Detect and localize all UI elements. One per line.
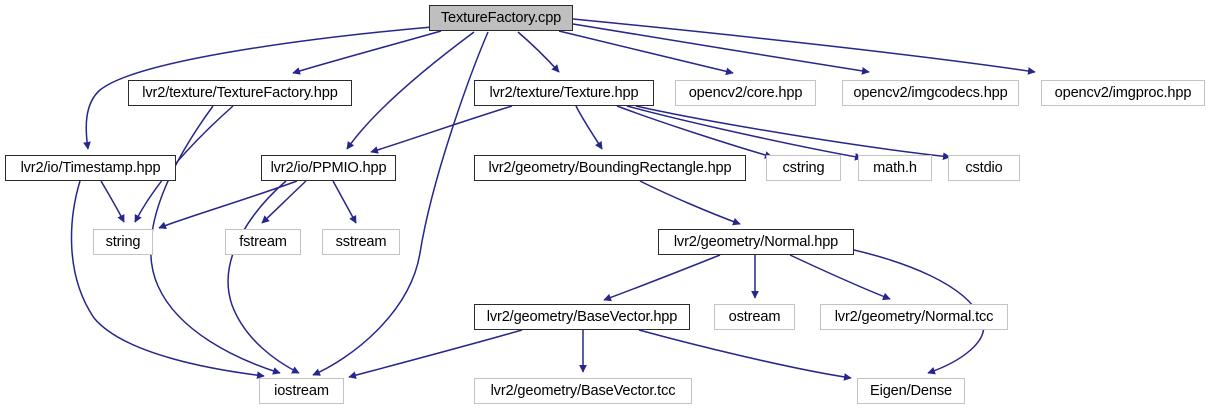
node-label-boundingrectangle: lvr2/geometry/BoundingRectangle.hpp [488, 159, 732, 176]
node-opencv_imgproc[interactable]: opencv2/imgproc.hpp [1041, 80, 1205, 106]
node-label-opencv_core: opencv2/core.hpp [688, 84, 803, 101]
node-label-cstring: cstring [782, 159, 825, 176]
node-cstring[interactable]: cstring [766, 155, 841, 181]
edge-texturefactory_cpp-to-opencv_imgproc [572, 18, 1036, 75]
node-label-basevector_hpp: lvr2/geometry/BaseVector.hpp [486, 308, 678, 325]
edge-basevector_hpp-to-eigen_dense [638, 329, 852, 381]
node-label-opencv_imgproc: opencv2/imgproc.hpp [1054, 84, 1192, 101]
edge-texturefactory_cpp-to-opencv_core [558, 30, 734, 76]
edge-texturefactory_cpp-to-iostream [312, 31, 489, 376]
edge-texture_hpp-to-cstring [616, 105, 773, 159]
edge-texturefactory_hpp-to-string [134, 105, 234, 223]
node-label-sstream: sstream [335, 233, 387, 250]
edge-texture_hpp-to-cstdio [635, 105, 951, 161]
edge-texturefactory_cpp-to-opencv_imgcodecs [572, 23, 870, 75]
node-label-texturefactory_hpp: lvr2/texture/TextureFactory.hpp [142, 84, 338, 101]
node-timestamp_hpp[interactable]: lvr2/io/Timestamp.hpp [5, 155, 176, 181]
edge-ppmio_hpp-to-iostream [227, 180, 300, 374]
node-label-timestamp_hpp: lvr2/io/Timestamp.hpp [20, 159, 161, 176]
node-label-fstream: fstream [239, 233, 287, 250]
node-math_h[interactable]: math.h [858, 155, 932, 181]
node-iostream[interactable]: iostream [259, 378, 344, 404]
edge-timestamp_hpp-to-string [100, 180, 125, 223]
node-label-string: string [105, 233, 141, 250]
node-boundingrectangle[interactable]: lvr2/geometry/BoundingRectangle.hpp [474, 155, 746, 181]
node-normal_tcc[interactable]: lvr2/geometry/Normal.tcc [820, 304, 1008, 330]
edge-basevector_hpp-to-iostream [348, 329, 523, 379]
node-label-texture_hpp: lvr2/texture/Texture.hpp [489, 84, 639, 101]
edge-texturefactory_cpp-to-timestamp_hpp [83, 26, 433, 150]
edge-normal_hpp-to-basevector_hpp [603, 254, 721, 302]
edge-texture_hpp-to-math_h [626, 105, 863, 161]
node-label-normal_hpp: lvr2/geometry/Normal.hpp [673, 233, 839, 250]
edge-timestamp_hpp-to-iostream [70, 180, 265, 380]
edge-normal_hpp-to-normal_tcc [789, 254, 891, 301]
node-label-math_h: math.h [873, 159, 917, 176]
node-cstdio[interactable]: cstdio [948, 155, 1020, 181]
edge-ppmio_hpp-to-fstream [261, 180, 307, 224]
node-basevector_tcc[interactable]: lvr2/geometry/BaseVector.tcc [474, 378, 692, 404]
edge-texturefactory_cpp-to-ppmio_hpp [346, 31, 475, 150]
edge-texturefactory_cpp-to-texturefactory_hpp [292, 30, 442, 75]
node-opencv_imgcodecs[interactable]: opencv2/imgcodecs.hpp [842, 80, 1019, 106]
node-ppmio_hpp[interactable]: lvr2/io/PPMIO.hpp [261, 155, 396, 181]
edge-ppmio_hpp-to-sstream [332, 180, 357, 224]
node-label-eigen_dense: Eigen/Dense [870, 382, 952, 399]
node-texture_hpp[interactable]: lvr2/texture/Texture.hpp [474, 80, 654, 106]
node-label-basevector_tcc: lvr2/geometry/BaseVector.tcc [490, 382, 676, 399]
node-fstream[interactable]: fstream [225, 229, 301, 255]
node-eigen_dense[interactable]: Eigen/Dense [857, 378, 965, 404]
edge-texture_hpp-to-boundingrectangle [575, 105, 603, 150]
node-label-ostream: ostream [728, 308, 781, 325]
node-label-normal_tcc: lvr2/geometry/Normal.tcc [834, 308, 994, 325]
node-label-cstdio: cstdio [965, 159, 1003, 176]
node-string[interactable]: string [93, 229, 153, 255]
node-texturefactory_hpp[interactable]: lvr2/texture/TextureFactory.hpp [128, 80, 352, 106]
node-label-iostream: iostream [274, 382, 329, 399]
node-basevector_hpp[interactable]: lvr2/geometry/BaseVector.hpp [474, 304, 690, 330]
edge-texturefactory_cpp-to-texture_hpp [517, 31, 560, 73]
node-label-opencv_imgcodecs: opencv2/imgcodecs.hpp [853, 84, 1008, 101]
node-sstream[interactable]: sstream [322, 229, 400, 255]
edge-texture_hpp-to-ppmio_hpp [370, 105, 513, 154]
node-opencv_core[interactable]: opencv2/core.hpp [675, 80, 816, 106]
node-label-ppmio_hpp: lvr2/io/PPMIO.hpp [270, 159, 387, 176]
node-normal_hpp[interactable]: lvr2/geometry/Normal.hpp [658, 229, 854, 255]
node-texturefactory_cpp[interactable]: TextureFactory.cpp [429, 5, 573, 31]
node-label-texturefactory_cpp: TextureFactory.cpp [440, 9, 562, 26]
edge-texturefactory_hpp-to-iostream [150, 105, 281, 375]
edge-boundingrectangle-to-normal_hpp [639, 180, 741, 226]
edge-ppmio_hpp-to-string [158, 180, 298, 229]
node-ostream[interactable]: ostream [714, 304, 795, 330]
